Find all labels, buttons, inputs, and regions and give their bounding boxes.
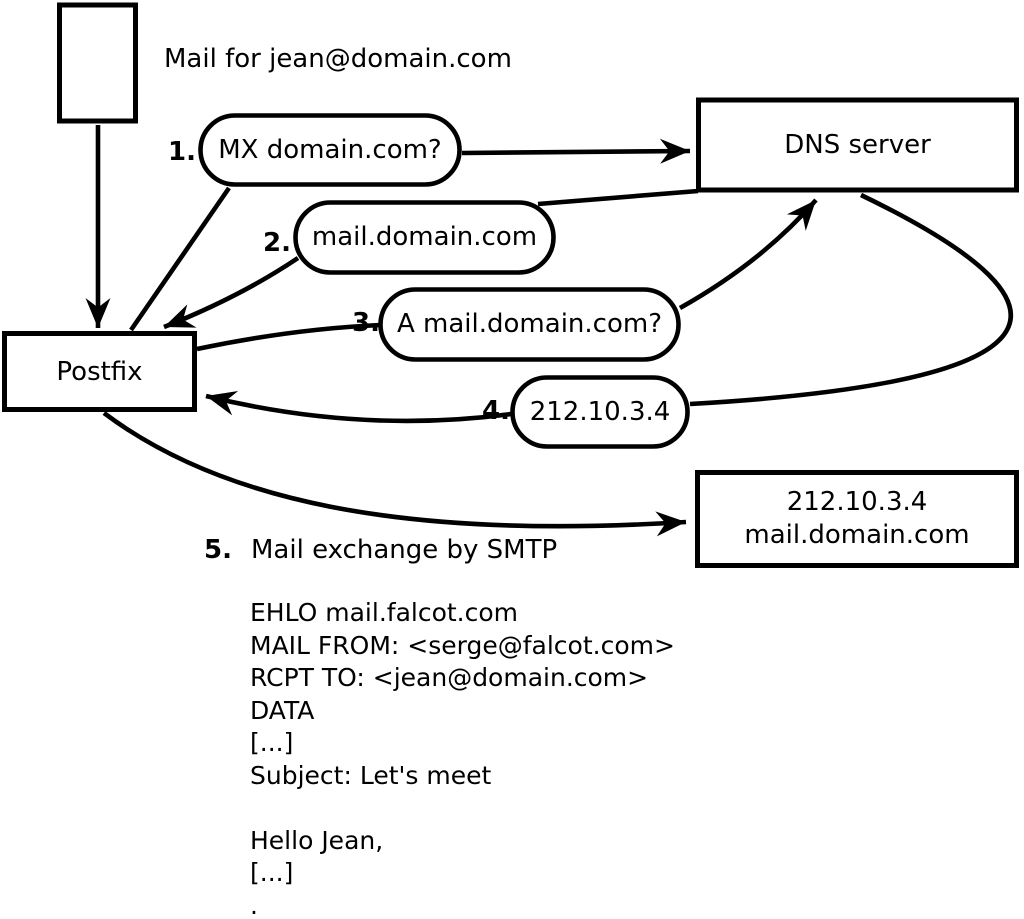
step-2-number: 2. — [263, 228, 291, 258]
step-5-caption: Mail exchange by SMTP — [251, 535, 558, 565]
step-4-pill-label: 212.10.3.4 — [529, 396, 671, 427]
target-box-hostname: mail.domain.com — [744, 520, 970, 550]
step-1-number: 1. — [168, 137, 196, 167]
step-3-pill-label: A mail.domain.com? — [397, 309, 662, 339]
line-dns-to-answer4 — [689, 192, 1014, 407]
step-3-pill-outline — [378, 287, 681, 362]
postfix-box-outline — [2, 331, 197, 412]
arrow-query3-to-dns — [678, 198, 818, 311]
step-1-pill-outline — [198, 113, 462, 187]
line-dns-to-answer2 — [537, 188, 699, 207]
smtp-session-line: MAIL FROM: <serge@falcot.com> — [250, 630, 675, 660]
line-postfix-to-query3 — [196, 322, 381, 352]
step-5-number: 5. — [204, 535, 232, 565]
arrow-smtp-to-target — [102, 411, 687, 537]
smtp-session-line: Subject: Let's meet — [250, 760, 492, 790]
step-3-number: 3. — [352, 308, 380, 338]
target-box-outline — [695, 470, 1019, 568]
step-4-pill-outline — [510, 375, 690, 449]
arrow-answer4-to-postfix — [205, 391, 512, 424]
smtp-session-line: Hello Jean, — [250, 825, 384, 855]
arrow-answer2-to-postfix — [163, 256, 300, 330]
arrow-query1-to-dns — [461, 138, 691, 164]
step-2-pill-label: mail.domain.com — [311, 222, 538, 252]
mail-note-text: Mail for jean@domain.com — [164, 44, 512, 74]
smtp-session-line: [...] — [250, 728, 294, 757]
step-4-number: 4. — [482, 396, 510, 426]
smtp-session-line: . — [250, 890, 258, 919]
smtp-session-line: DATA — [250, 695, 315, 725]
smtp-session-line — [250, 792, 850, 825]
line-postfix-to-query1 — [129, 186, 231, 332]
step-1-pill-label: MX domain.com? — [218, 135, 442, 165]
postfix-box-label: Postfix — [56, 356, 143, 387]
smtp-session-line: RCPT TO: <jean@domain.com> — [250, 663, 649, 692]
target-box-label: 212.10.3.4 mail.domain.com — [695, 470, 1019, 568]
target-box-ip: 212.10.3.4 — [786, 487, 928, 517]
dns-box-label: DNS server — [784, 130, 931, 160]
dns-box-outline — [696, 97, 1019, 193]
envelope-box — [57, 2, 138, 124]
step-2-pill-outline — [293, 200, 556, 275]
smtp-session-line: EHLO mail.falcot.com — [250, 598, 519, 627]
smtp-session-line: [...] — [250, 858, 294, 887]
